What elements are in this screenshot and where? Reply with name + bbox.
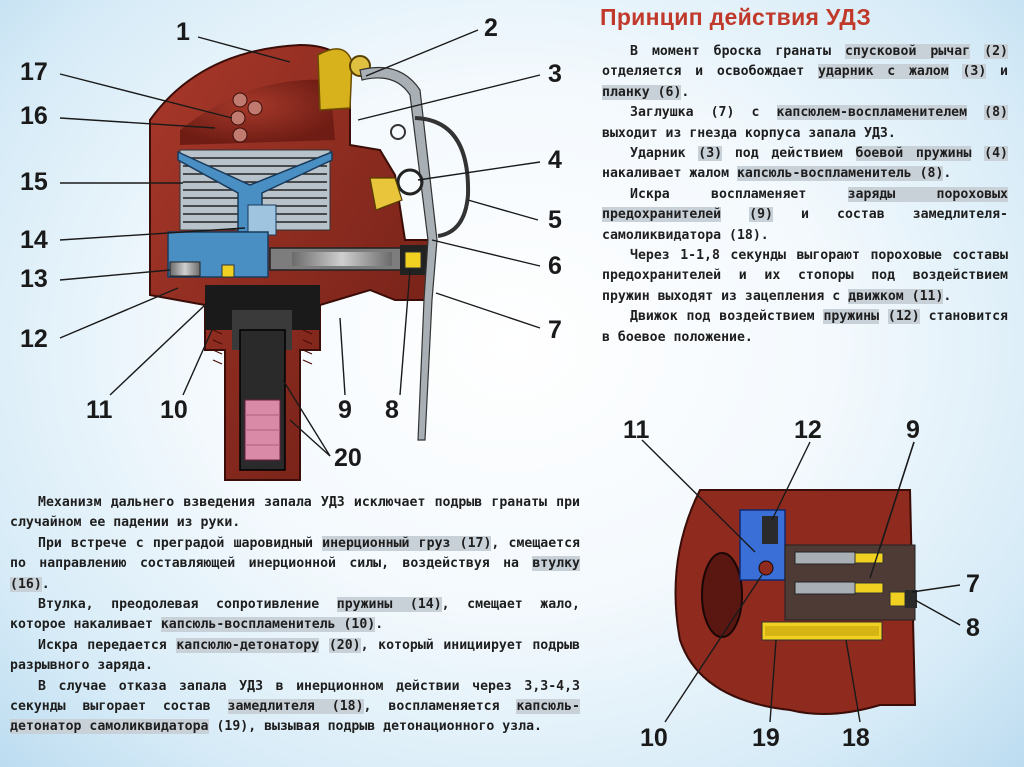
callout2-10: 10 xyxy=(640,724,668,752)
callout2-18: 18 xyxy=(842,724,870,752)
text-run: Втулка, преодолевая сопротивление xyxy=(38,597,337,613)
highlighted-term: (4) xyxy=(984,146,1008,162)
mechanism-paragraph: Втулка, преодолевая сопротивление пружин… xyxy=(10,595,580,636)
callout-6: 6 xyxy=(548,252,562,280)
slide-title: Принцип действия УДЗ xyxy=(600,4,872,30)
callout-9: 9 xyxy=(338,396,352,424)
highlighted-term: (2) xyxy=(984,44,1008,59)
spring-15 xyxy=(177,149,333,236)
text-run: накаливает жалом xyxy=(602,166,737,182)
highlighted-term: боевой пружины xyxy=(855,146,972,162)
fuse-top-view-diagram xyxy=(641,439,961,723)
principle-paragraph: Через 1-1,8 секунды выгорают пороховые с… xyxy=(602,246,1008,307)
text-run: . xyxy=(681,84,690,100)
callout-7: 7 xyxy=(548,316,562,344)
text-run: и xyxy=(986,64,1008,80)
text-run: В момент броска гранаты xyxy=(630,44,845,59)
text-run: . xyxy=(375,617,384,633)
text-run: Через 1-1,8 секунды выгорают пороховые с… xyxy=(602,248,1008,304)
highlighted-term: ударник с жалом xyxy=(817,64,949,80)
principle-paragraph: Движок под воздействием пружины (12) ста… xyxy=(602,307,1008,348)
highlighted-term: (9) xyxy=(749,207,773,223)
highlighted-term: капсюлем-воспламенителем xyxy=(776,105,968,121)
text-run: . xyxy=(943,288,952,304)
callout2-8: 8 xyxy=(966,614,980,642)
striker-assembly xyxy=(269,245,430,275)
highlighted-term: замедлителя (18) xyxy=(227,699,364,715)
diagram1-leader-lines xyxy=(59,29,541,457)
highlighted-term: спусковой рычаг xyxy=(844,44,971,59)
principle-paragraph: Ударник (3) под действием боевой пружины… xyxy=(602,144,1008,185)
text-run: Заглушка (7) с xyxy=(630,105,777,121)
callout-2: 2 xyxy=(484,14,498,42)
inertial-weight-balls xyxy=(230,92,263,143)
text-run: , смещается по направлению составляющей … xyxy=(10,535,580,572)
callout-8: 8 xyxy=(385,396,399,424)
text-run: (19), вызывая подрыв детонационного узла… xyxy=(208,719,542,735)
callout-1: 1 xyxy=(176,18,190,46)
text-run: становится в боевое положение. xyxy=(602,309,1008,345)
text-run: . xyxy=(41,576,50,592)
text-run: под действием xyxy=(722,146,856,162)
callout-15: 15 xyxy=(20,168,48,196)
text-run: выходит из гнезда корпуса запала УДЗ. xyxy=(602,125,896,141)
text-run: При встрече с преградой шаровидный xyxy=(38,535,323,551)
callout2-19: 19 xyxy=(752,724,780,752)
callout-3: 3 xyxy=(548,60,562,88)
mechanism-text: Механизм дальнего взведения запала УДЗ и… xyxy=(10,493,580,738)
callout2-11: 11 xyxy=(623,416,650,444)
callout-11: 11 xyxy=(86,396,113,424)
highlighted-term: планку (6) xyxy=(602,84,682,100)
text-run: Механизм дальнего взведения запала УДЗ и… xyxy=(10,495,580,531)
highlighted-term: капсюль-воспламенитель (8) xyxy=(736,166,944,182)
text-run: Движок под воздействием xyxy=(630,309,824,325)
highlighted-term: капсюль-воспламенитель (10) xyxy=(160,617,376,633)
principle-paragraph: Заглушка (7) с капсюлем-воспламенителем … xyxy=(602,103,1008,144)
principle-paragraph: В момент броска гранаты спусковой рычаг … xyxy=(602,42,1008,103)
highlighted-term: движком (11) xyxy=(848,288,944,304)
highlighted-term: пружины (14) xyxy=(336,597,442,613)
sleeve-14 xyxy=(167,231,269,278)
text-run: , который инициирует подрыв разрывного з… xyxy=(10,637,580,674)
highlighted-term: (12) xyxy=(887,309,920,325)
highlighted-term: пружины xyxy=(823,309,880,325)
callout2-7: 7 xyxy=(966,570,980,598)
callout-13: 13 xyxy=(20,265,48,293)
highlighted-term: (3) xyxy=(962,64,987,80)
callout-4: 4 xyxy=(548,146,562,174)
mechanism-paragraph: При встрече с преградой шаровидный инерц… xyxy=(10,534,580,595)
callout-10: 10 xyxy=(160,396,188,424)
highlighted-term: (8) xyxy=(984,105,1008,121)
text-run: В случае отказа запала УДЗ в инерционном… xyxy=(10,678,580,715)
highlighted-term: инерционный груз (17) xyxy=(322,535,492,551)
highlighted-term: (3) xyxy=(698,146,723,162)
text-run: . xyxy=(943,166,952,182)
callout-20: 20 xyxy=(334,444,362,472)
highlighted-term: (20) xyxy=(328,637,361,653)
mechanism-paragraph: Искра передается капсюлю-детонатору (20)… xyxy=(10,636,580,677)
principle-text: В момент броска гранаты спусковой рычаг … xyxy=(602,42,1008,348)
text-run: и состав замедлителя-самоликвидатора (18… xyxy=(602,207,1008,243)
callout-14: 14 xyxy=(20,226,48,254)
highlighted-term: капсюлю-детонатору xyxy=(176,637,320,653)
mechanism-paragraph: Механизм дальнего взведения запала УДЗ и… xyxy=(10,493,580,534)
callout-17: 17 xyxy=(20,58,48,86)
text-run: , воспламеняется xyxy=(363,699,517,715)
text-run: , смещает жало, которое накаливает xyxy=(10,597,580,633)
principle-paragraph: Искра воспламеняет заряды пороховых пред… xyxy=(602,185,1008,246)
callout2-9: 9 xyxy=(906,416,920,444)
text-run: Искра воспламеняет xyxy=(630,186,848,202)
text-run: Искра передается xyxy=(38,637,177,653)
safety-lever xyxy=(359,66,471,441)
callout2-12: 12 xyxy=(794,416,822,444)
detonator-tube xyxy=(205,285,320,471)
callout-12: 12 xyxy=(20,325,48,353)
text-run: отделяется и освобождает xyxy=(602,64,818,80)
text-run: Ударник xyxy=(630,146,699,162)
callout-16: 16 xyxy=(20,102,48,130)
callout-5: 5 xyxy=(548,206,562,234)
mechanism-paragraph: В случае отказа запала УДЗ в инерционном… xyxy=(10,677,580,738)
